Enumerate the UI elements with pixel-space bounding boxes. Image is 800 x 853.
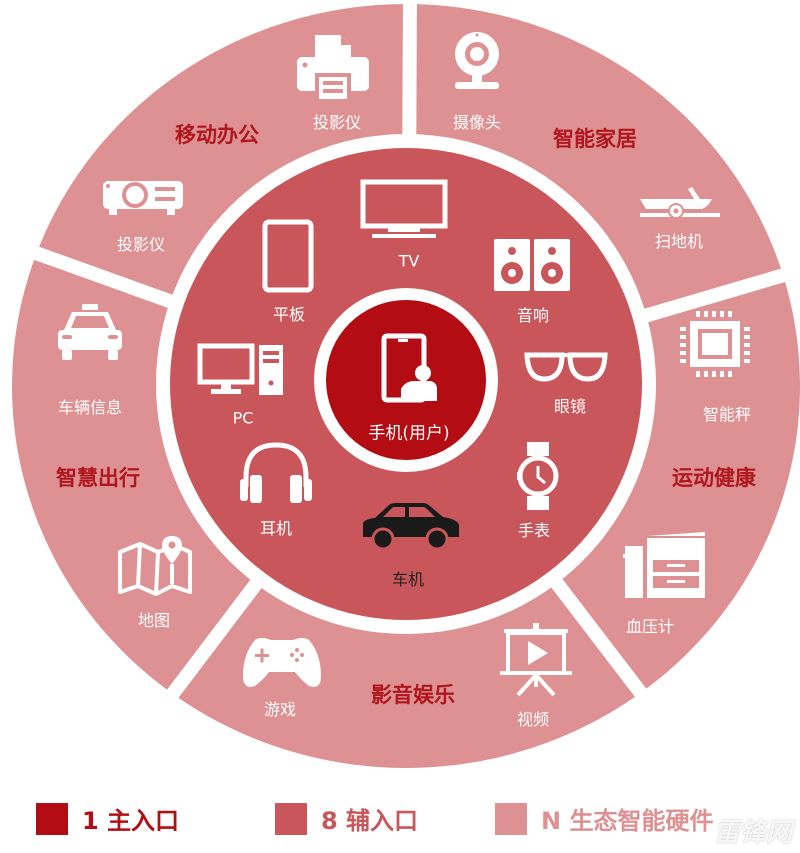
- inner-label-speaker: 音响: [516, 306, 550, 325]
- desktop-pc-icon: [197, 343, 283, 395]
- outer-label-smart-scale: 智能秤: [702, 405, 752, 424]
- outer-label-projector: 投影仪: [116, 235, 166, 254]
- map-icon: [118, 536, 192, 596]
- inner-label-tv: TV: [398, 251, 420, 271]
- legend-item-ecosystem-hardware: N 生态智能硬件: [495, 801, 713, 836]
- printer-icon: [297, 35, 369, 101]
- center-label: 手机(用户): [368, 423, 450, 444]
- watermark: 雷锋网: [713, 818, 792, 848]
- speaker-icon: [494, 239, 570, 291]
- webcam-icon: [455, 32, 499, 89]
- inner-label-glasses: 眼镜: [553, 397, 587, 416]
- category-sports-health: 运动健康: [672, 466, 756, 490]
- inner-label-watch: 手表: [517, 521, 551, 540]
- category-mobile-office: 移动办公: [175, 123, 259, 147]
- phone-user-icon: [381, 333, 437, 403]
- projector-icon: [103, 181, 183, 215]
- legend-item-primary-entry: 1 主入口: [36, 801, 179, 836]
- category-av-entertainment: 影音娱乐: [371, 683, 455, 707]
- outer-label-video: 视频: [516, 710, 550, 729]
- video-screen-icon: [500, 623, 572, 697]
- legend-label-secondary: 8 辅入口: [321, 807, 419, 835]
- legend-swatch-ecosystem: [495, 802, 527, 835]
- outer-label-webcam: 摄像头: [452, 113, 502, 132]
- legend-swatch-secondary: [275, 802, 307, 835]
- tablet-icon: [262, 219, 314, 293]
- inner-label-car: 车机: [391, 570, 425, 589]
- outer-label-game: 游戏: [263, 700, 297, 719]
- tv-icon: [360, 179, 448, 238]
- legend-swatch-primary: [36, 802, 68, 835]
- outer-label-map: 地图: [137, 611, 171, 630]
- category-smart-travel: 智慧出行: [56, 466, 140, 490]
- car-icon: [363, 503, 459, 549]
- inner-label-pc: PC: [232, 408, 254, 428]
- legend-label-primary: 1 主入口: [82, 807, 180, 835]
- outer-label-blood-pressure: 血压计: [625, 617, 675, 636]
- blood-pressure-monitor-icon: [623, 532, 705, 598]
- headphones-icon: [240, 442, 312, 503]
- chip-scale-icon: [680, 311, 750, 377]
- legend: 1 主入口 8 辅入口 N 生态智能硬件: [0, 795, 800, 845]
- outer-label-robot-vacuum: 扫地机: [654, 232, 704, 251]
- robot-vacuum-icon: [640, 187, 720, 219]
- inner-label-headphones: 耳机: [259, 519, 293, 538]
- inner-label-tablet: 平板: [272, 305, 306, 324]
- gamepad-icon: [243, 638, 321, 687]
- legend-label-ecosystem: N 生态智能硬件: [541, 807, 714, 835]
- legend-item-secondary-entry: 8 辅入口: [275, 801, 418, 836]
- center-circle: [326, 300, 486, 460]
- outer-label-printer: 投影仪: [312, 113, 362, 132]
- ecosystem-wheel-diagram: 手机(用户) TV 音响 眼镜 手表 车机 耳机: [12, 4, 800, 768]
- category-smart-home: 智能家居: [553, 127, 637, 151]
- taxi-icon: [58, 304, 122, 360]
- glasses-icon: [524, 352, 608, 382]
- watch-icon: [517, 442, 559, 510]
- outer-label-vehicle-info: 车辆信息: [57, 398, 123, 417]
